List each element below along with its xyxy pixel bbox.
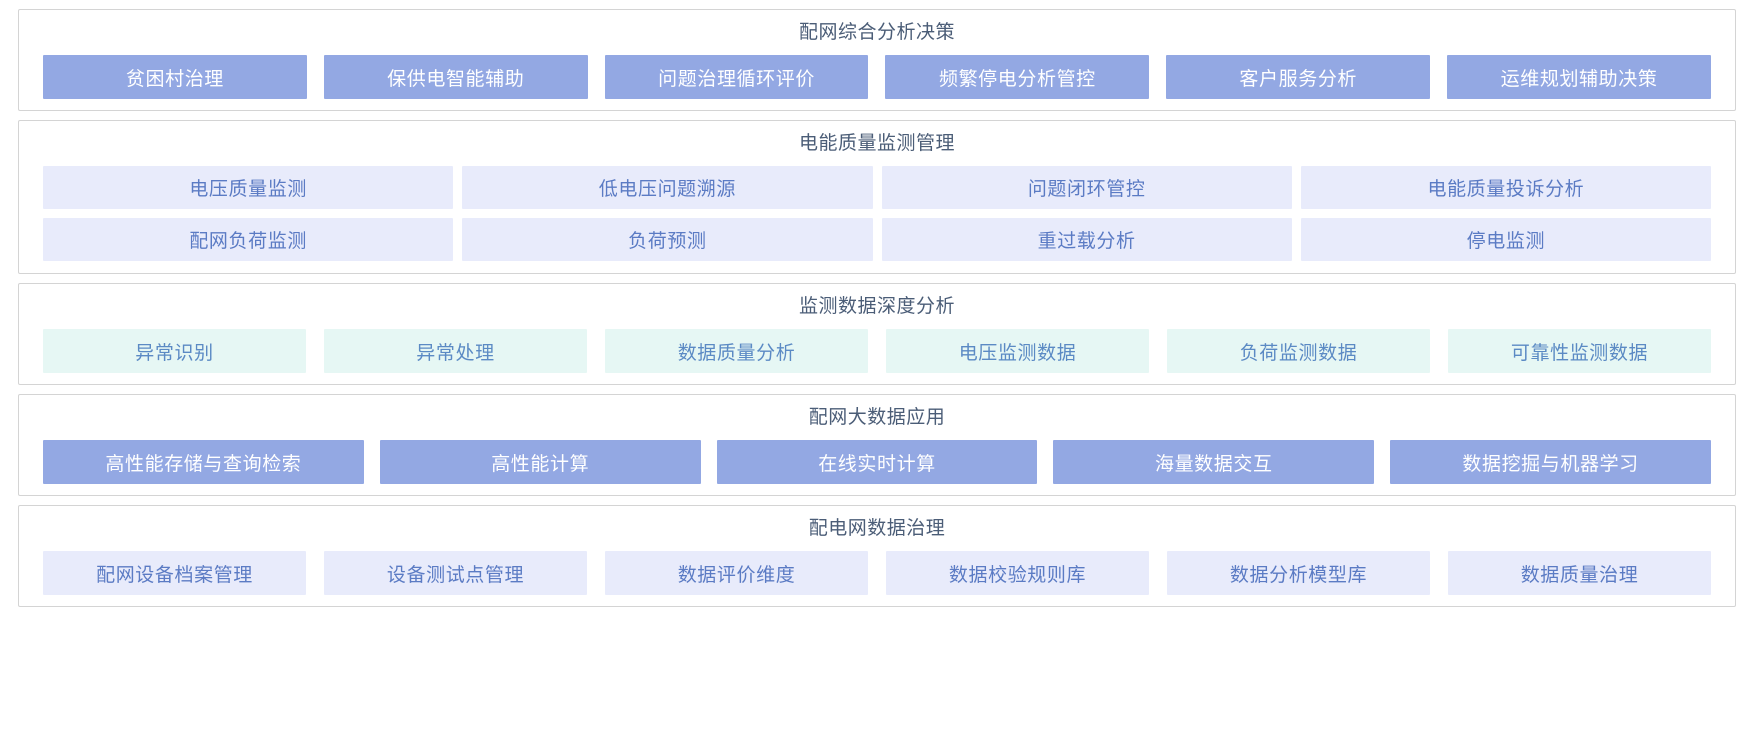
chip-shuju-zhiliang-zhili[interactable]: 数据质量治理 <box>1448 551 1711 595</box>
chip-wenti-bihuan-guankong[interactable]: 问题闭环管控 <box>881 166 1292 209</box>
chip-zaixian-shishi-jisuan[interactable]: 在线实时计算 <box>716 440 1038 484</box>
layer-diangnengzhiliang-jiance-guanli: 电能质量监测管理 电压质量监测 低电压问题溯源 问题闭环管控 电能质量投诉分析 … <box>18 120 1736 274</box>
layer-title: 配网大数据应用 <box>808 407 946 428</box>
chip-row: 配网设备档案管理 设备测试点管理 数据评价维度 数据校验规则库 数据分析模型库 … <box>19 551 1735 595</box>
chip-pinkuncun-zhili[interactable]: 贫困村治理 <box>43 55 307 99</box>
chip-dianya-zhiliang-jiance[interactable]: 电压质量监测 <box>43 166 454 209</box>
chip-row: 电压质量监测 低电压问题溯源 问题闭环管控 电能质量投诉分析 <box>19 166 1735 209</box>
layer-title: 电能质量监测管理 <box>798 133 955 154</box>
layer-title: 配网综合分析决策 <box>798 22 955 43</box>
chip-tingdian-jiance[interactable]: 停电监测 <box>1300 218 1711 261</box>
layer-title: 监测数据深度分析 <box>798 296 955 317</box>
chip-hailiang-shuju-jiaohu[interactable]: 海量数据交互 <box>1053 440 1375 484</box>
chip-yichang-shibie[interactable]: 异常识别 <box>43 329 306 373</box>
chip-shuju-xiaoyan-guizeku[interactable]: 数据校验规则库 <box>886 551 1149 595</box>
chip-fuhe-yuce[interactable]: 负荷预测 <box>462 218 873 261</box>
chip-row: 异常识别 异常处理 数据质量分析 电压监测数据 负荷监测数据 可靠性监测数据 <box>19 329 1735 373</box>
layer-peiwang-zonghe-fenxi-juece: 配网综合分析决策 贫困村治理 保供电智能辅助 问题治理循环评价 频繁停电分析管控… <box>18 9 1736 111</box>
chip-yichang-chuli[interactable]: 异常处理 <box>324 329 587 373</box>
chip-kekaoxing-jiance-shuju[interactable]: 可靠性监测数据 <box>1448 329 1711 373</box>
chip-fuhe-jiance-shuju[interactable]: 负荷监测数据 <box>1167 329 1430 373</box>
chip-kehu-fuwu-fenxi[interactable]: 客户服务分析 <box>1166 55 1431 99</box>
chip-baogongdian-zhineng-fuzhu[interactable]: 保供电智能辅助 <box>323 55 588 99</box>
chip-row: 配网负荷监测 负荷预测 重过载分析 停电监测 <box>19 218 1735 261</box>
layer-peiwang-dashuju-yingyong: 配网大数据应用 高性能存储与查询检索 高性能计算 在线实时计算 海量数据交互 数… <box>18 394 1736 496</box>
chip-wenti-zhili-xunhuan-pingjia[interactable]: 问题治理循环评价 <box>604 55 869 99</box>
layer-jiance-shuju-shendu-fenxi: 监测数据深度分析 异常识别 异常处理 数据质量分析 电压监测数据 负荷监测数据 … <box>18 283 1736 385</box>
chip-peiwang-shebei-dangan-guanli[interactable]: 配网设备档案管理 <box>43 551 306 595</box>
chip-shuju-fenxi-moxingku[interactable]: 数据分析模型库 <box>1167 551 1430 595</box>
chip-shuju-pingjia-weidu[interactable]: 数据评价维度 <box>605 551 868 595</box>
chip-shuju-wajue-yu-jiqi-xuexi[interactable]: 数据挖掘与机器学习 <box>1390 440 1711 484</box>
chip-peiwang-fuhe-jiance[interactable]: 配网负荷监测 <box>43 218 454 261</box>
chip-row: 高性能存储与查询检索 高性能计算 在线实时计算 海量数据交互 数据挖掘与机器学习 <box>19 440 1735 484</box>
chip-pinfan-tingdian-fenxi-guankong[interactable]: 频繁停电分析管控 <box>885 55 1150 99</box>
chip-yunwei-guihua-fuzhu-juece[interactable]: 运维规划辅助决策 <box>1447 55 1711 99</box>
chip-zhongguozai-fenxi[interactable]: 重过载分析 <box>881 218 1292 261</box>
layer-peidianwang-shuju-zhili: 配电网数据治理 配网设备档案管理 设备测试点管理 数据评价维度 数据校验规则库 … <box>18 505 1736 607</box>
chip-dianya-jiance-shuju[interactable]: 电压监测数据 <box>886 329 1149 373</box>
chip-row: 贫困村治理 保供电智能辅助 问题治理循环评价 频繁停电分析管控 客户服务分析 运… <box>19 55 1735 99</box>
chip-didianya-wenti-suyuan[interactable]: 低电压问题溯源 <box>462 166 873 209</box>
chip-shuju-zhiliang-fenxi[interactable]: 数据质量分析 <box>605 329 868 373</box>
chip-shebei-ceshidian-guanli[interactable]: 设备测试点管理 <box>324 551 587 595</box>
chip-gaoxingneng-cunchu-yu-chaxun-jiansuo[interactable]: 高性能存储与查询检索 <box>43 440 364 484</box>
chip-gaoxingneng-jisuan[interactable]: 高性能计算 <box>379 440 701 484</box>
chip-diannengzhiliang-tousu-fenxi[interactable]: 电能质量投诉分析 <box>1300 166 1711 209</box>
layer-title: 配电网数据治理 <box>808 518 946 539</box>
